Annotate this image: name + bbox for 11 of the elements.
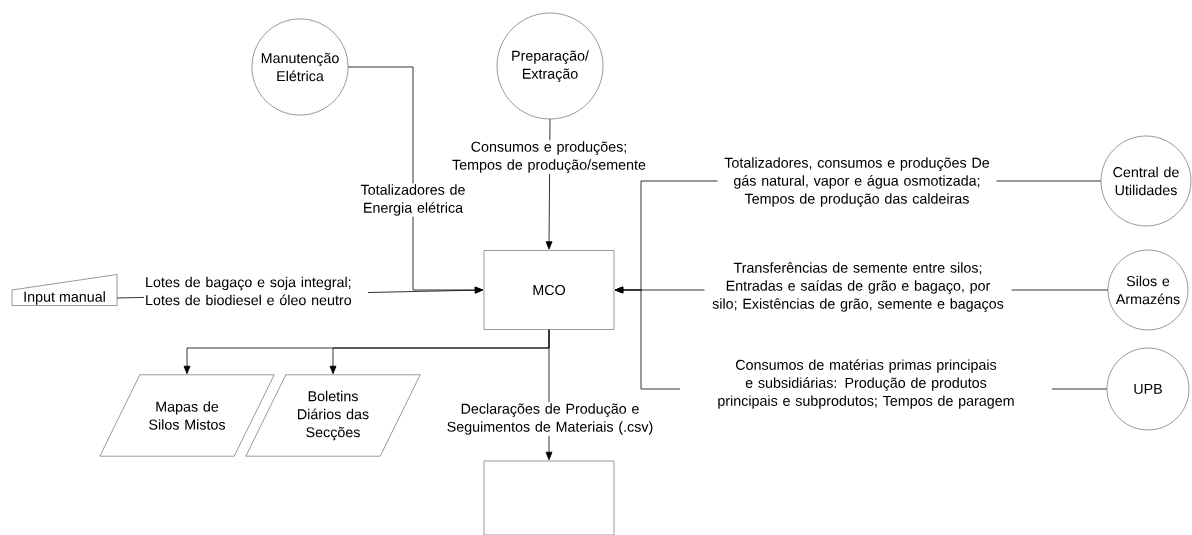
edge-label: Consumos e produções; Tempos de produção/semente (451, 140, 647, 174)
edge-label: Transferências de semente entre silos; Entradas e saídas de grão e bagaço, por silo; Existências de grão, semente e bagaços (704, 261, 1012, 313)
process-box: MCO (483, 250, 615, 330)
edge-label: Totalizadores de Energia elétrica (353, 183, 473, 217)
edge-label: Totalizadores, consumos e produções De gás natural, vapor e água osmotizada; Tempos de produção das caldeiras (717, 156, 997, 208)
edge-label: Declarações de Produção e Seguimentos de Materiais (.csv) (443, 402, 657, 436)
edge-label: Consumos de matérias primas principais e subsidiárias: Produção de produtos principais e subprodutos; Tempos de paragem (680, 358, 1052, 410)
process-box (483, 460, 615, 535)
edge-label: Lotes de bagaço e soja integral; Lotes de biodiesel e óleo neutro (144, 275, 368, 307)
report-parallelogram: Mapas de Silos Mistos (99, 374, 275, 457)
report-parallelogram: Boletins Diários das Secções (245, 374, 421, 457)
